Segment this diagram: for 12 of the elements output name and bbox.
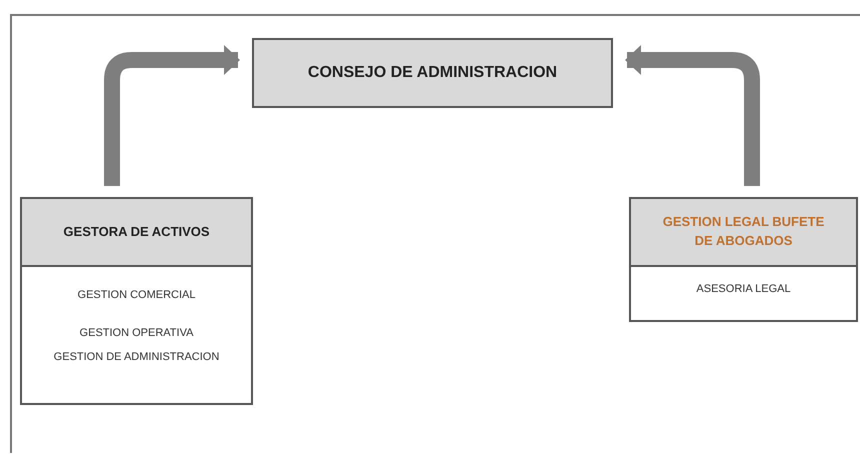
box-title: CONSEJO DE ADMINISTRACION: [308, 64, 558, 82]
curved-arrow: [625, 45, 760, 186]
org-box: [252, 38, 613, 108]
box-heading: GESTORA DE ACTIVOS: [63, 222, 210, 241]
org-box: [629, 197, 858, 322]
org-box: [20, 197, 253, 405]
function-text: GESTION DE ADMINISTRACION: [54, 351, 220, 363]
function-text: GESTION OPERATIVA: [80, 327, 194, 339]
function-text: ASESORIA LEGAL: [696, 283, 791, 295]
box-heading: GESTION LEGAL BUFETE DE ABOGADOS: [662, 213, 826, 250]
curved-arrow: [104, 45, 240, 186]
function-text: GESTION COMERCIAL: [78, 289, 196, 301]
